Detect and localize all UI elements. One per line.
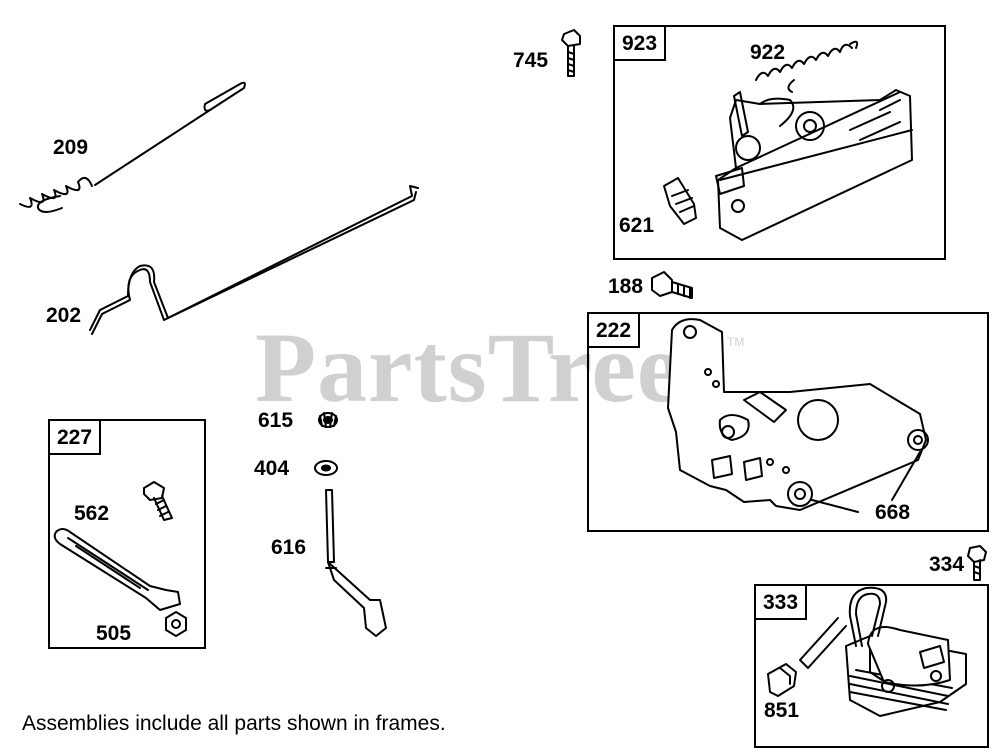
part-label-562[interactable]: 562 [74,502,110,525]
frame-tag-227: 227 [48,419,102,455]
part-label-505[interactable]: 505 [96,622,132,645]
part-922-spring [755,40,859,93]
frame-333: 333 [754,584,989,748]
part-202-rod [89,185,419,335]
frame-tag-222: 222 [587,312,641,348]
part-615-nut [318,412,338,428]
part-label-615[interactable]: 615 [258,409,294,432]
part-label-621[interactable]: 621 [619,214,655,237]
part-616-shaft [325,489,387,637]
part-label-334[interactable]: 334 [929,553,965,576]
part-505-nut [165,611,187,637]
part-label-188[interactable]: 188 [608,275,644,298]
part-227-lever [53,528,181,611]
part-label-616[interactable]: 616 [271,536,307,559]
part-745-bolt [561,29,581,77]
frame-227: 227 [48,419,206,649]
part-562-screw [143,481,173,521]
part-label-851[interactable]: 851 [764,699,800,722]
frame-923: 923 [613,25,946,260]
part-923-control-bracket [715,89,913,241]
part-label-404[interactable]: 404 [254,457,290,480]
frame-tag-333: 333 [754,584,808,620]
part-334-screw [967,545,987,581]
footnote: Assemblies include all parts shown in fr… [22,712,446,735]
part-label-922[interactable]: 922 [750,41,786,64]
part-label-745[interactable]: 745 [513,49,549,72]
part-851-boot [767,663,797,697]
frame-222: 222 [587,312,989,532]
part-404-washer [314,460,338,476]
part-222-bracket [667,318,929,513]
part-label-202[interactable]: 202 [46,304,82,327]
frame-tag-923: 923 [613,25,667,61]
part-621-clip [663,177,697,225]
part-333-armature [799,586,967,717]
part-label-209[interactable]: 209 [53,136,89,159]
part-209-spring [19,81,246,213]
watermark-trademark: TM [727,335,745,349]
part-188-bolt [651,271,693,299]
part-label-668[interactable]: 668 [875,501,911,524]
